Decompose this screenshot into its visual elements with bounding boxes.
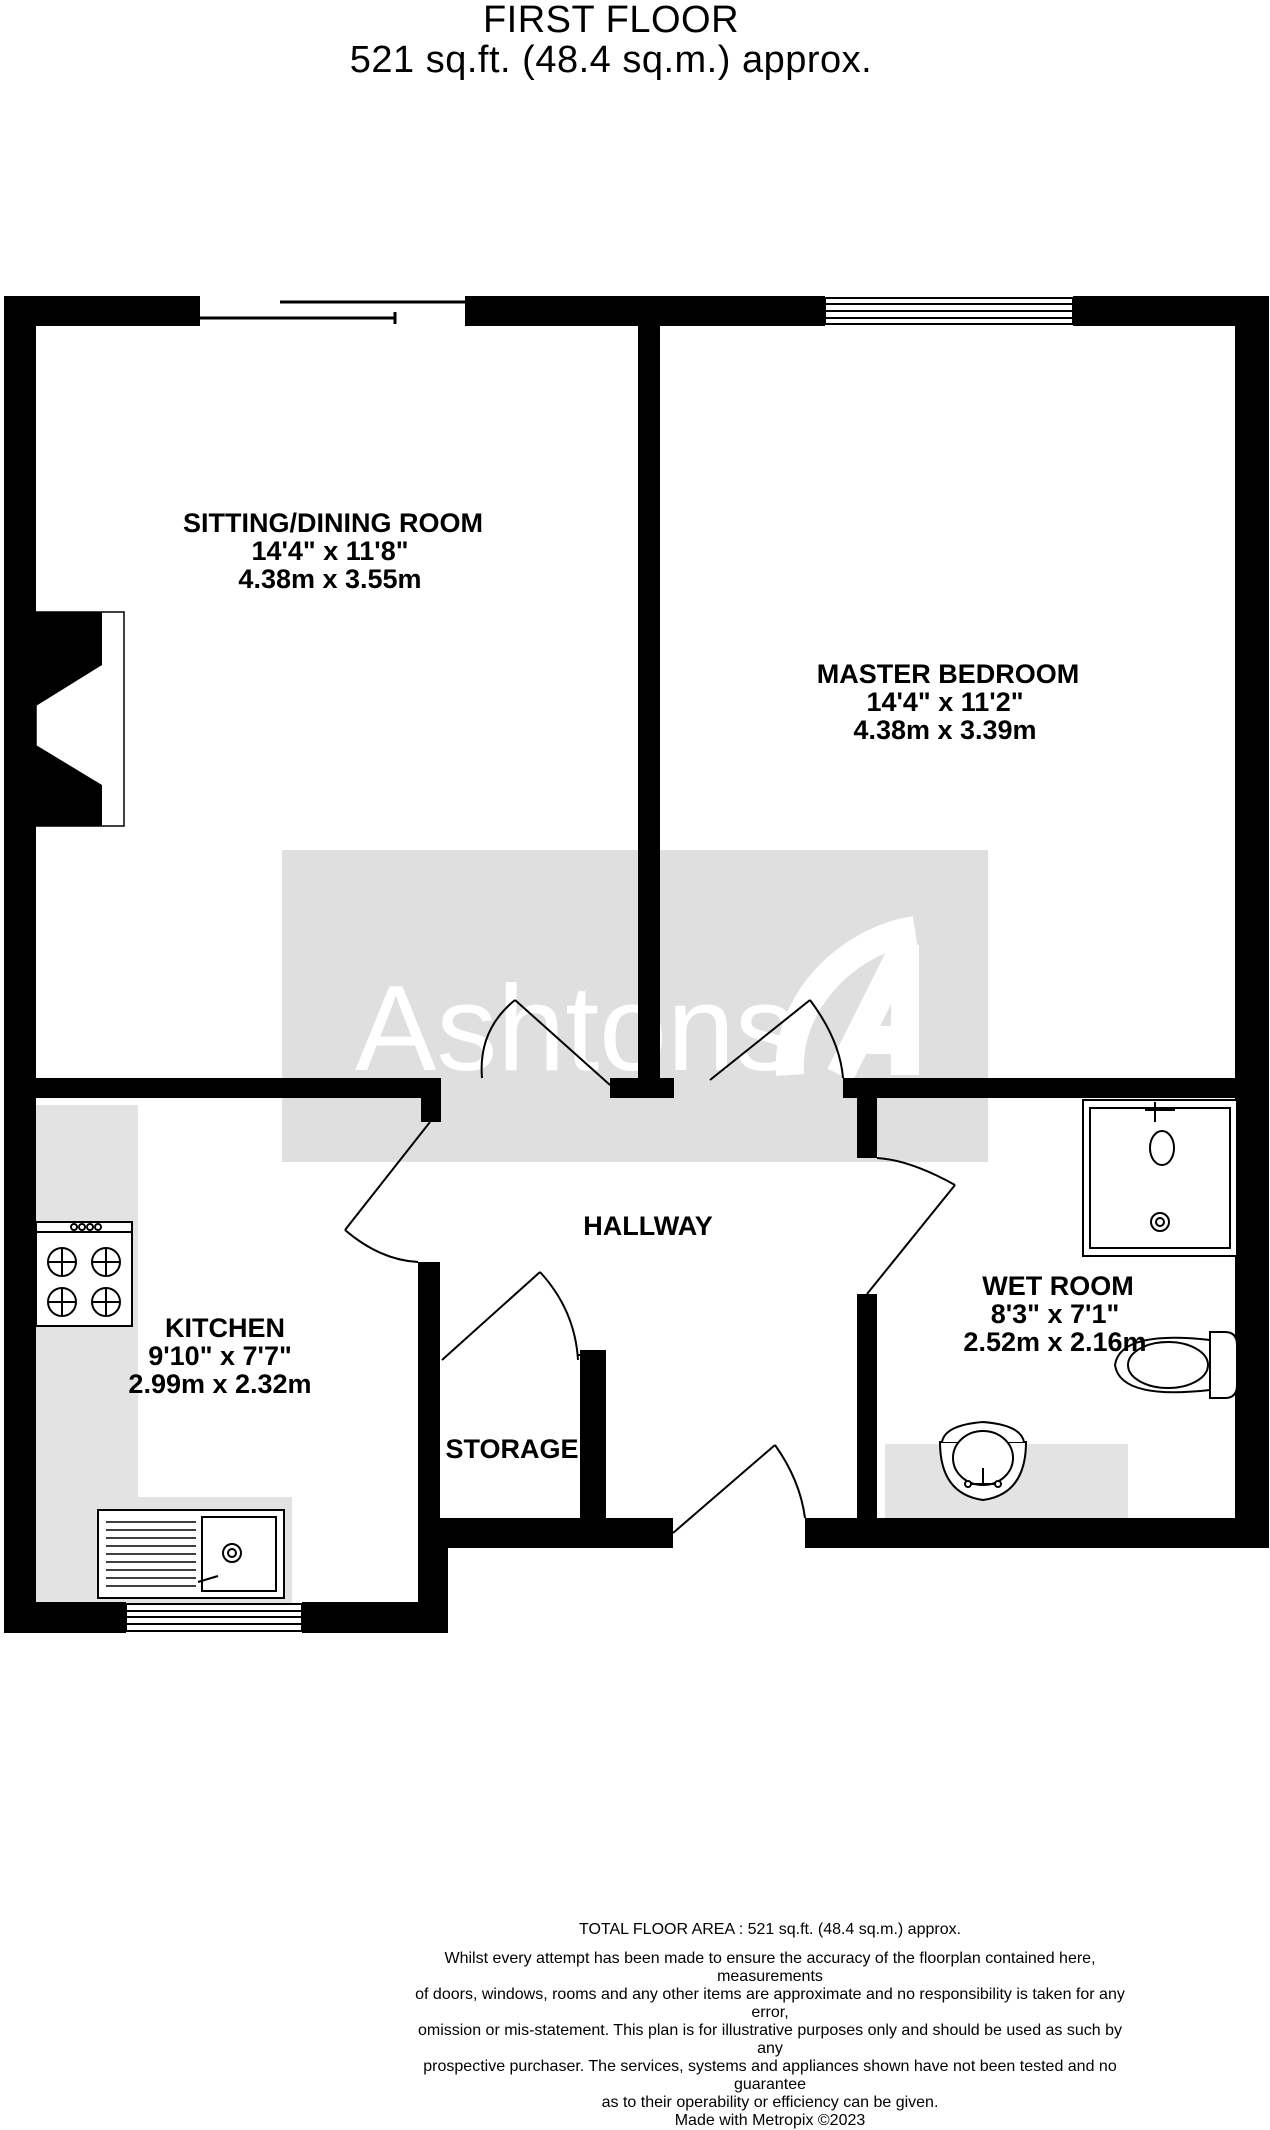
- sitting-room-metric: 4.38m x 3.55m: [238, 564, 421, 594]
- sitting-room-door: [480, 999, 611, 1086]
- bedroom-imperial: 14'4" x 11'2": [866, 687, 1023, 717]
- wetroom-name: WET ROOM: [982, 1271, 1133, 1301]
- hob-icon: [35, 1221, 133, 1327]
- sitting-room-name: SITTING/DINING ROOM: [183, 508, 483, 538]
- hallway-name: HALLWAY: [583, 1211, 713, 1241]
- bedroom-name: MASTER BEDROOM: [817, 659, 1080, 689]
- sitting-room-imperial: 14'4" x 11'8": [251, 536, 408, 566]
- toilet-icon: [1113, 1331, 1238, 1399]
- disclaimer-line: of doors, windows, rooms and any other i…: [415, 1986, 1125, 2021]
- shower-tray-icon: [1082, 1099, 1238, 1257]
- bedroom-door: [709, 999, 844, 1081]
- kitchen-imperial: 9'10" x 7'7": [148, 1341, 292, 1371]
- wetroom-metric: 2.52m x 2.16m: [963, 1327, 1146, 1357]
- storage-door: [441, 1271, 600, 1361]
- wash-basin-icon: [938, 1420, 1028, 1502]
- floor-area: 521 sq.ft. (48.4 sq.m.) approx.: [349, 39, 873, 81]
- walls: [4, 296, 1269, 1633]
- floor-plan: Ashtons: [4, 296, 1269, 1633]
- sliding-door: [200, 300, 465, 324]
- room-labels: SITTING/DINING ROOM 14'4" x 11'8" 4.38m …: [128, 508, 1146, 1464]
- wetroom-imperial: 8'3" x 7'1": [991, 1299, 1120, 1329]
- storage-name: STORAGE: [445, 1434, 578, 1464]
- kitchen-metric: 2.99m x 2.32m: [128, 1369, 311, 1399]
- entrance-door: [672, 1444, 806, 1534]
- windows: [125, 297, 1074, 1632]
- kitchen-name: KITCHEN: [165, 1313, 285, 1343]
- sink-icon: [97, 1509, 285, 1599]
- bedroom-metric: 4.38m x 3.39m: [853, 715, 1036, 745]
- ashtons-a-logo-icon: [775, 916, 919, 1082]
- watermark-text: Ashtons: [355, 960, 796, 1096]
- total-floor-area: TOTAL FLOOR AREA : 521 sq.ft. (48.4 sq.m…: [578, 1921, 962, 1938]
- disclaimer-line: Whilst every attempt has been made to en…: [444, 1950, 1096, 1985]
- disclaimer-line: omission or mis-statement. This plan is …: [417, 2022, 1123, 2057]
- credit: Made with Metropix ©2023: [674, 2112, 866, 2129]
- watermark: Ashtons: [282, 850, 988, 1162]
- kitchen-door: [344, 1121, 431, 1263]
- disclaimer-line: as to their operability or efficiency ca…: [601, 2094, 939, 2111]
- kitchen-window: [125, 1603, 303, 1632]
- disclaimer-line: prospective purchaser. The services, sys…: [423, 2058, 1117, 2093]
- floor-title: FIRST FLOOR: [482, 0, 740, 41]
- disclaimer: Whilst every attempt has been made to en…: [410, 1950, 1130, 2130]
- door-swings: [344, 999, 956, 1534]
- chimney-breast: [35, 611, 125, 827]
- bedroom-window: [824, 297, 1074, 325]
- wetroom-door: [866, 1157, 956, 1295]
